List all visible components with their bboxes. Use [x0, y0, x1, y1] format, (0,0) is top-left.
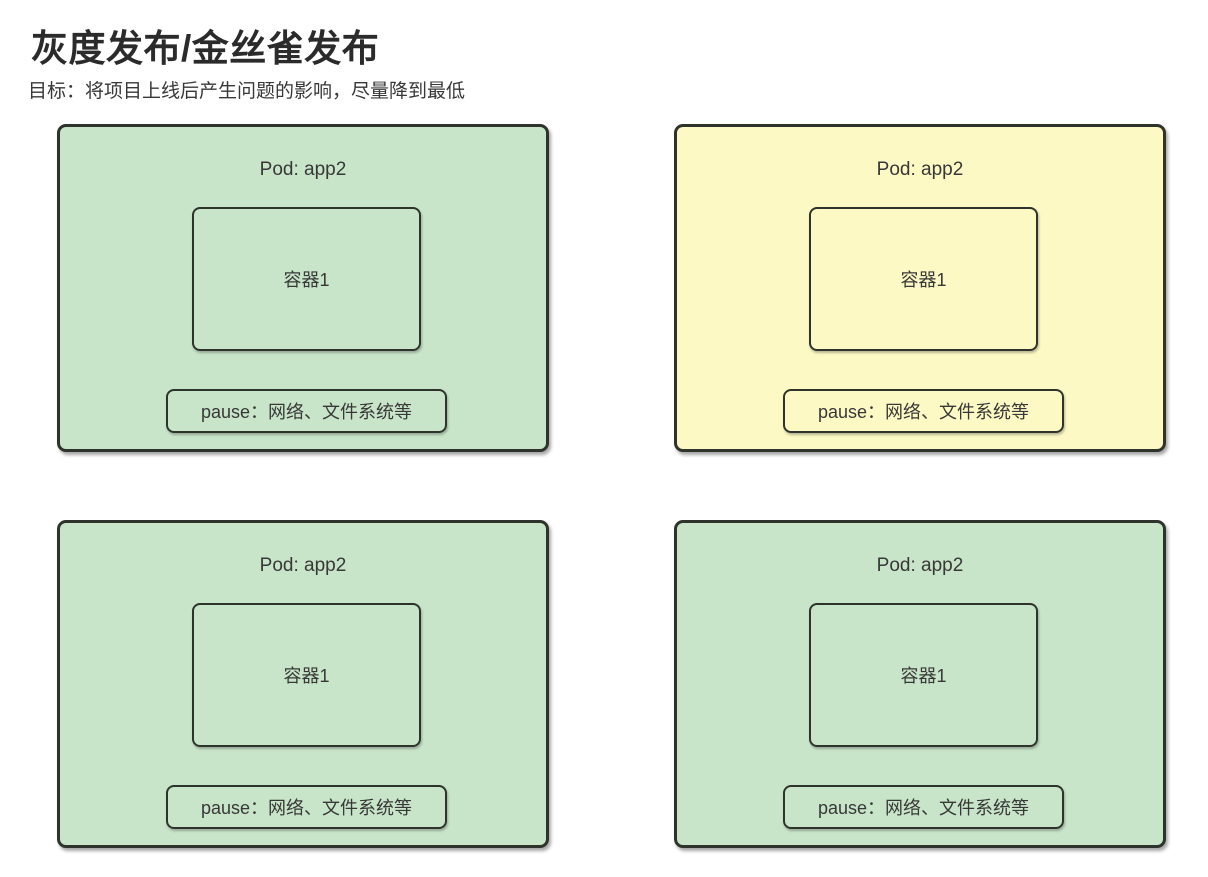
pod-title: Pod: app2 — [876, 159, 964, 180]
pause-box: pause：网络、文件系统等 — [783, 785, 1064, 829]
container-box: 容器1 — [809, 603, 1038, 747]
pod-card-bottom-left: Pod: app2 容器1 pause：网络、文件系统等 — [57, 520, 549, 848]
pause-label: pause：网络、文件系统等 — [200, 402, 413, 422]
container-label: 容器1 — [900, 666, 947, 686]
container-box: 容器1 — [809, 207, 1038, 351]
pause-label: pause：网络、文件系统等 — [817, 402, 1030, 422]
pause-label: pause：网络、文件系统等 — [817, 798, 1030, 818]
container-label: 容器1 — [900, 270, 947, 290]
pod-title: Pod: app2 — [876, 555, 964, 576]
pause-label: pause：网络、文件系统等 — [200, 798, 413, 818]
page-subtitle: 目标：将项目上线后产生问题的影响，尽量降到最低 — [28, 81, 466, 102]
container-box: 容器1 — [192, 603, 421, 747]
pod-card-top-right: Pod: app2 容器1 pause：网络、文件系统等 — [674, 124, 1166, 452]
pause-box: pause：网络、文件系统等 — [166, 389, 447, 433]
container-label: 容器1 — [283, 666, 330, 686]
pod-title: Pod: app2 — [259, 555, 347, 576]
container-box: 容器1 — [192, 207, 421, 351]
pod-card-bottom-right: Pod: app2 容器1 pause：网络、文件系统等 — [674, 520, 1166, 848]
page-title: 灰度发布/金丝雀发布 — [31, 28, 380, 69]
pod-card-top-left: Pod: app2 容器1 pause：网络、文件系统等 — [57, 124, 549, 452]
pause-box: pause：网络、文件系统等 — [166, 785, 447, 829]
pod-title: Pod: app2 — [259, 159, 347, 180]
container-label: 容器1 — [283, 270, 330, 290]
pause-box: pause：网络、文件系统等 — [783, 389, 1064, 433]
